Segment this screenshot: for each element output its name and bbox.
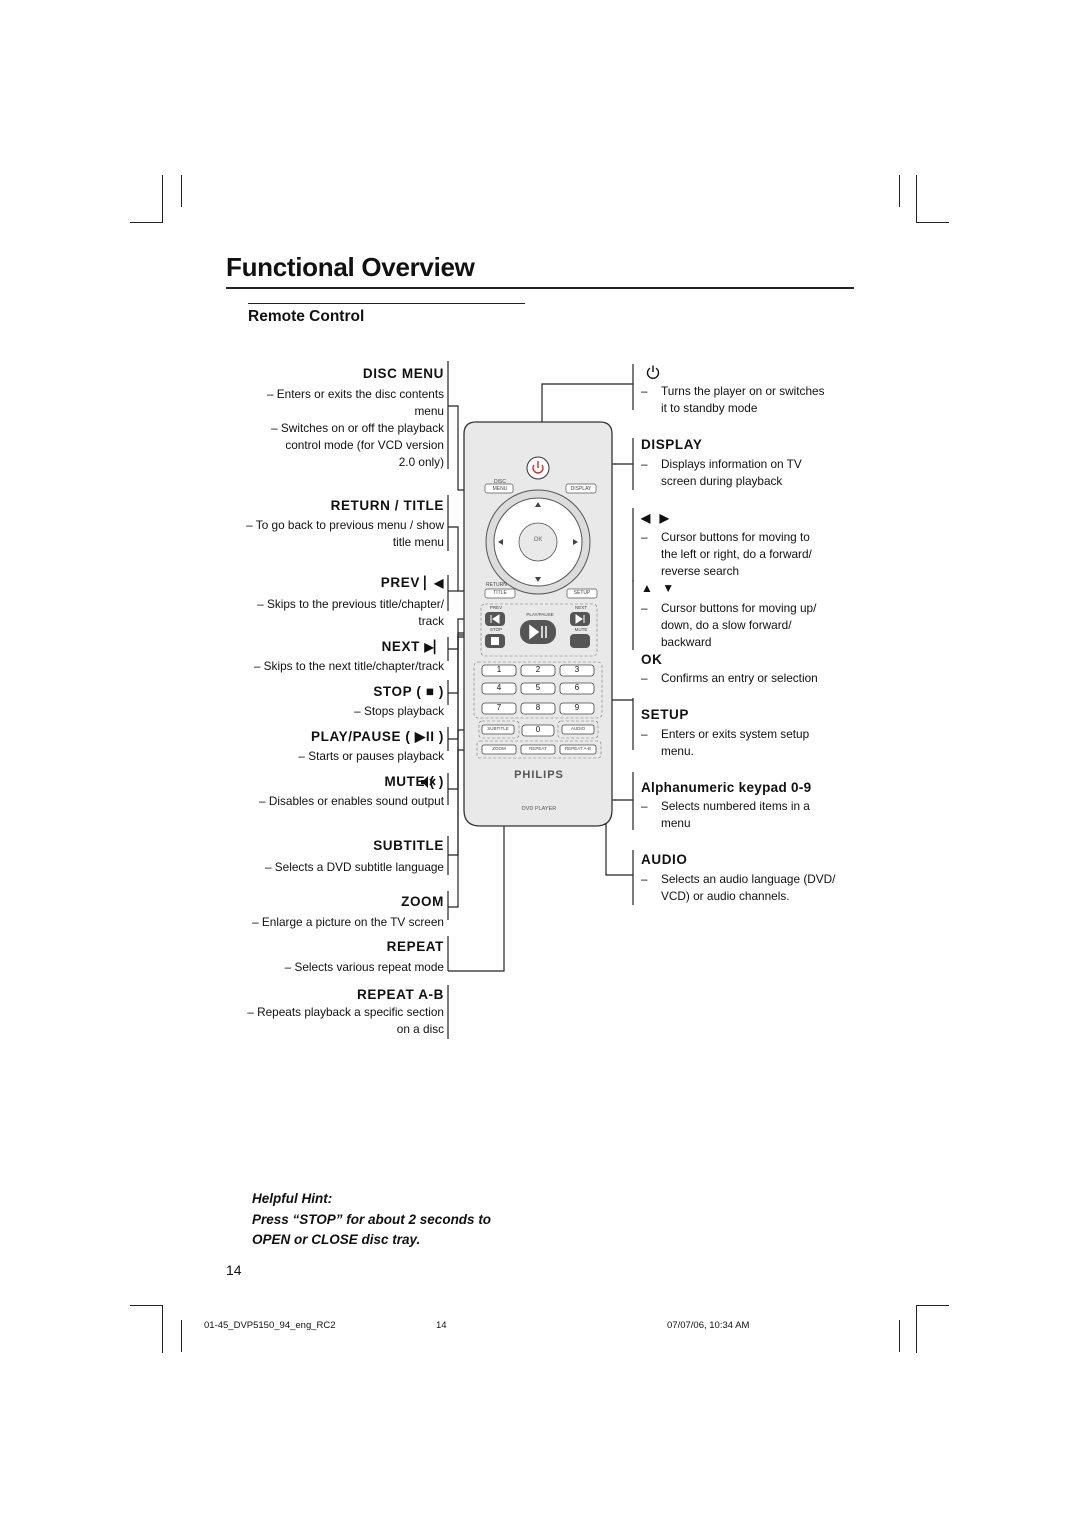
prev-heading: PREV ▏◀ bbox=[380, 575, 444, 590]
next-heading: NEXT ▶▏ bbox=[381, 639, 444, 654]
section-rule bbox=[248, 303, 525, 304]
hint-title: Helpful Hint: bbox=[252, 1191, 333, 1206]
mute-desc: – Disables or enables sound output bbox=[259, 794, 444, 808]
display-heading: DISPLAY bbox=[641, 437, 703, 452]
key-8[interactable]: 8 bbox=[535, 703, 541, 712]
prev-desc: – Skips to the previous title/chapter/tr… bbox=[257, 597, 444, 628]
remote-label-next[interactable]: NEXT bbox=[574, 605, 587, 610]
remote-label-zoom[interactable]: ZOOM bbox=[492, 746, 506, 751]
footer-page: 14 bbox=[436, 1320, 447, 1331]
setup-heading: SETUP bbox=[641, 707, 690, 722]
disc-menu-heading: DISC MENU bbox=[362, 366, 444, 381]
hint-line-1: Press “STOP” for about 2 seconds to bbox=[252, 1212, 492, 1227]
remote-label-return: RETURN bbox=[486, 582, 507, 588]
section-title: Remote Control bbox=[248, 308, 365, 325]
key-9[interactable]: 9 bbox=[574, 703, 580, 712]
up-down-desc: –Cursor buttons for moving up/down, do a… bbox=[641, 601, 817, 649]
left-right-heading: ◀ ▶ bbox=[641, 511, 672, 525]
remote-label-subtitle[interactable]: SUBTITLE bbox=[487, 726, 509, 731]
remote-label-stop[interactable]: STOP bbox=[489, 627, 503, 632]
key-6[interactable]: 6 bbox=[574, 683, 580, 692]
zoom-heading: ZOOM bbox=[401, 894, 444, 909]
page-title: Functional Overview bbox=[226, 252, 475, 282]
power-icon bbox=[646, 365, 660, 379]
ok-heading: OK bbox=[641, 652, 663, 667]
footer-file: 01-45_DVP5150_94_eng_RC2 bbox=[204, 1320, 336, 1331]
key-1[interactable]: 1 bbox=[496, 665, 502, 674]
stop-heading: STOP ( ■ ) bbox=[373, 684, 444, 699]
key-7[interactable]: 7 bbox=[496, 703, 502, 712]
remote-label-prev[interactable]: PREV bbox=[489, 605, 503, 610]
remote-label-audio[interactable]: AUDIO bbox=[570, 726, 586, 731]
model-label: DVD PLAYER bbox=[521, 806, 557, 812]
play-pause-heading: PLAY/PAUSE ( ▶II ) bbox=[311, 729, 444, 744]
remote-label-repeat[interactable]: REPEAT bbox=[529, 746, 547, 751]
return-title-heading: RETURN / TITLE bbox=[330, 498, 444, 513]
subtitle-heading: SUBTITLE bbox=[373, 838, 444, 853]
up-down-heading: ▲ ▼ bbox=[641, 581, 678, 595]
remote-label-display[interactable]: DISPLAY bbox=[570, 486, 592, 492]
remote-label-repeat-ab[interactable]: REPEAT A-B bbox=[564, 746, 592, 751]
remote-label-setup[interactable]: SETUP bbox=[573, 590, 591, 596]
repeat-heading: REPEAT bbox=[386, 939, 444, 954]
remote-label-mute[interactable]: MUTE bbox=[574, 627, 588, 632]
remote-label-menu[interactable]: MENU bbox=[492, 486, 508, 492]
footer-date: 07/07/06, 10:34 AM bbox=[667, 1320, 750, 1331]
remote-control-illustration bbox=[463, 421, 613, 827]
brand-logo: PHILIPS bbox=[514, 769, 564, 781]
subtitle-desc: – Selects a DVD subtitle language bbox=[264, 860, 444, 874]
keypad-heading: Alphanumeric keypad 0-9 bbox=[641, 780, 812, 795]
key-0[interactable]: 0 bbox=[535, 725, 541, 734]
title-rule bbox=[226, 287, 854, 289]
audio-desc: –Selects an audio language (DVD/VCD) or … bbox=[641, 872, 836, 903]
mute-icon bbox=[421, 776, 436, 788]
key-4[interactable]: 4 bbox=[496, 683, 502, 692]
key-3[interactable]: 3 bbox=[574, 665, 580, 674]
repeat-ab-heading: REPEAT A-B bbox=[357, 987, 444, 1002]
zoom-desc: – Enlarge a picture on the TV screen bbox=[252, 915, 444, 929]
key-2[interactable]: 2 bbox=[535, 665, 541, 674]
remote-label-ok[interactable]: OK bbox=[533, 537, 543, 543]
key-5[interactable]: 5 bbox=[535, 683, 541, 692]
mute-heading: MUTE ( ) bbox=[384, 774, 444, 789]
remote-label-disc: DISC bbox=[494, 479, 506, 485]
stop-desc: – Stops playback bbox=[354, 704, 444, 718]
page-number: 14 bbox=[226, 1262, 242, 1278]
remote-label-playpause[interactable]: PLAY/PAUSE bbox=[526, 612, 554, 617]
hint-line-2: OPEN or CLOSE disc tray. bbox=[252, 1232, 421, 1247]
remote-label-title[interactable]: TITLE bbox=[493, 590, 507, 596]
next-desc: – Skips to the next title/chapter/track bbox=[253, 659, 444, 673]
play-pause-desc: – Starts or pauses playback bbox=[298, 749, 444, 763]
ok-desc: –Confirms an entry or selection bbox=[641, 671, 818, 685]
repeat-desc: – Selects various repeat mode bbox=[284, 960, 444, 974]
audio-heading: AUDIO bbox=[641, 852, 688, 867]
